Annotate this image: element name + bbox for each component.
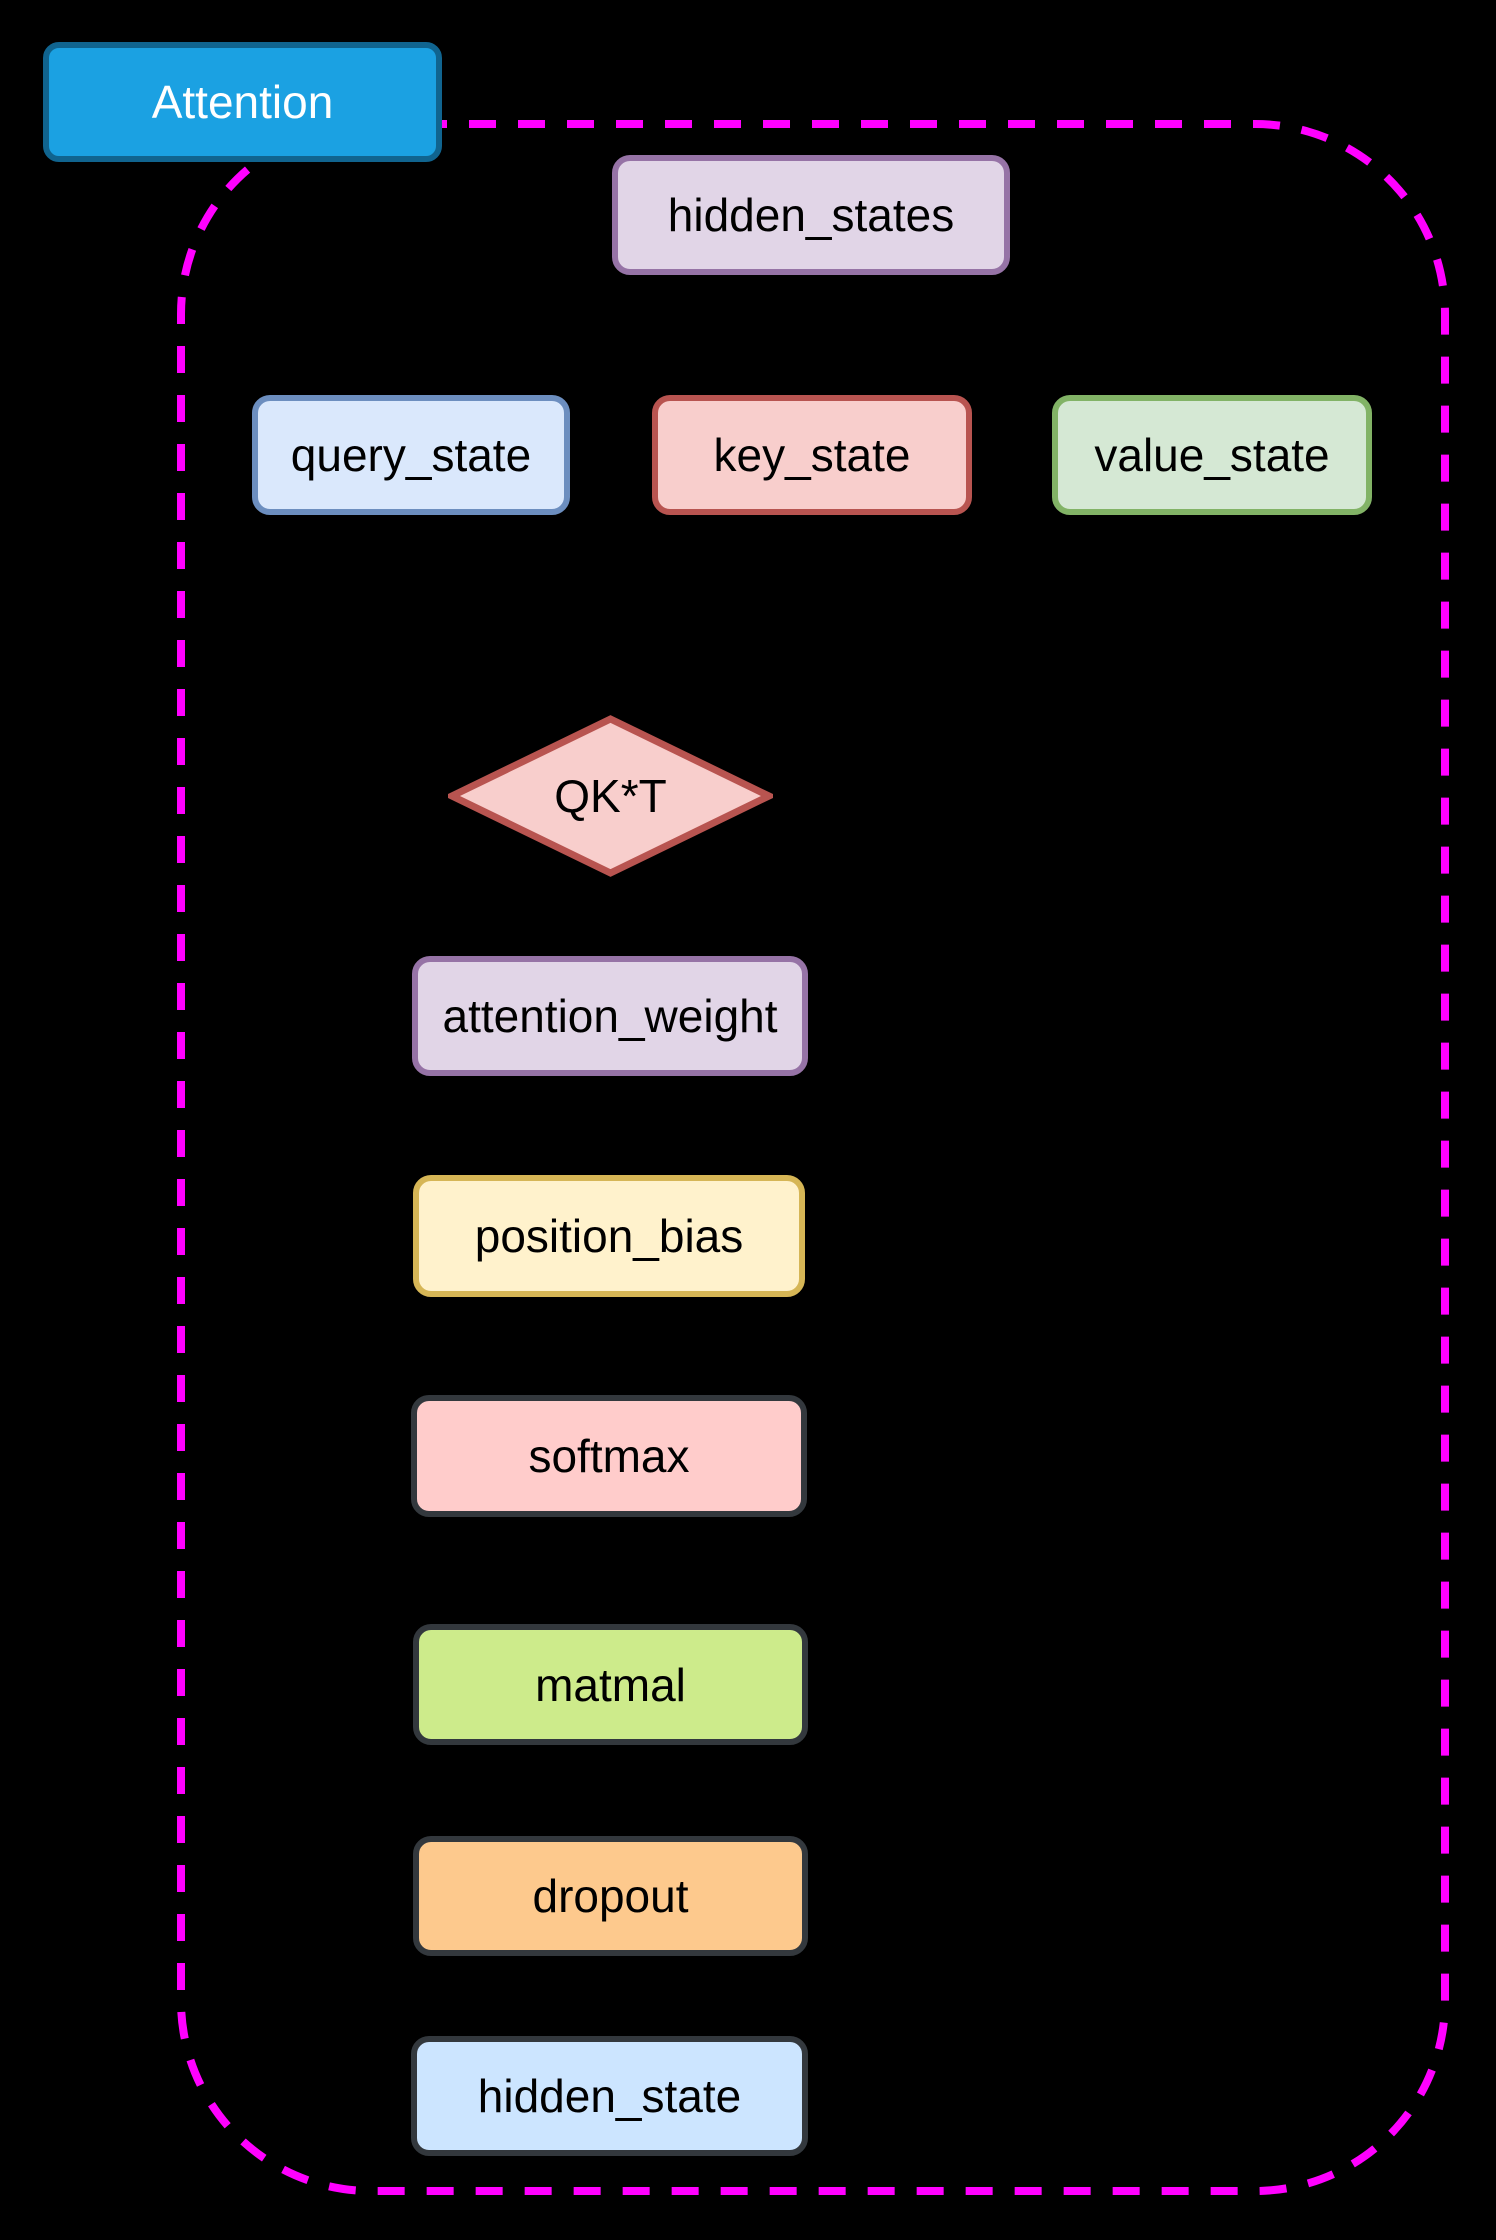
node-matmal: matmal xyxy=(413,1624,808,1745)
node-key-state-label: key_state xyxy=(713,429,911,481)
node-softmax: softmax xyxy=(411,1395,807,1517)
node-softmax-label: softmax xyxy=(528,1430,690,1482)
node-query-state-label: query_state xyxy=(290,429,532,481)
node-hidden-states: hidden_states xyxy=(612,155,1010,275)
node-hidden-state-label: hidden_state xyxy=(477,2070,742,2122)
group-label-text: Attention xyxy=(151,76,334,128)
node-position-bias: position_bias xyxy=(413,1175,805,1297)
node-attention-weight-label: attention_weight xyxy=(442,990,778,1042)
node-value-state-label: value_state xyxy=(1094,429,1330,481)
group-label-attention: Attention xyxy=(43,42,442,162)
node-matmal-label: matmal xyxy=(535,1658,686,1711)
node-key-state: key_state xyxy=(652,395,972,515)
node-position-bias-label: position_bias xyxy=(474,1210,744,1262)
node-dropout: dropout xyxy=(413,1836,808,1956)
node-qkt-label: QK*T xyxy=(554,770,667,822)
node-dropout-label: dropout xyxy=(532,1870,689,1922)
node-hidden-state: hidden_state xyxy=(411,2036,808,2156)
node-value-state: value_state xyxy=(1052,395,1372,515)
node-attention-weight: attention_weight xyxy=(412,956,808,1076)
node-qkt: QK*T xyxy=(448,715,773,877)
node-query-state: query_state xyxy=(252,395,570,515)
node-hidden-states-label: hidden_states xyxy=(667,189,955,241)
